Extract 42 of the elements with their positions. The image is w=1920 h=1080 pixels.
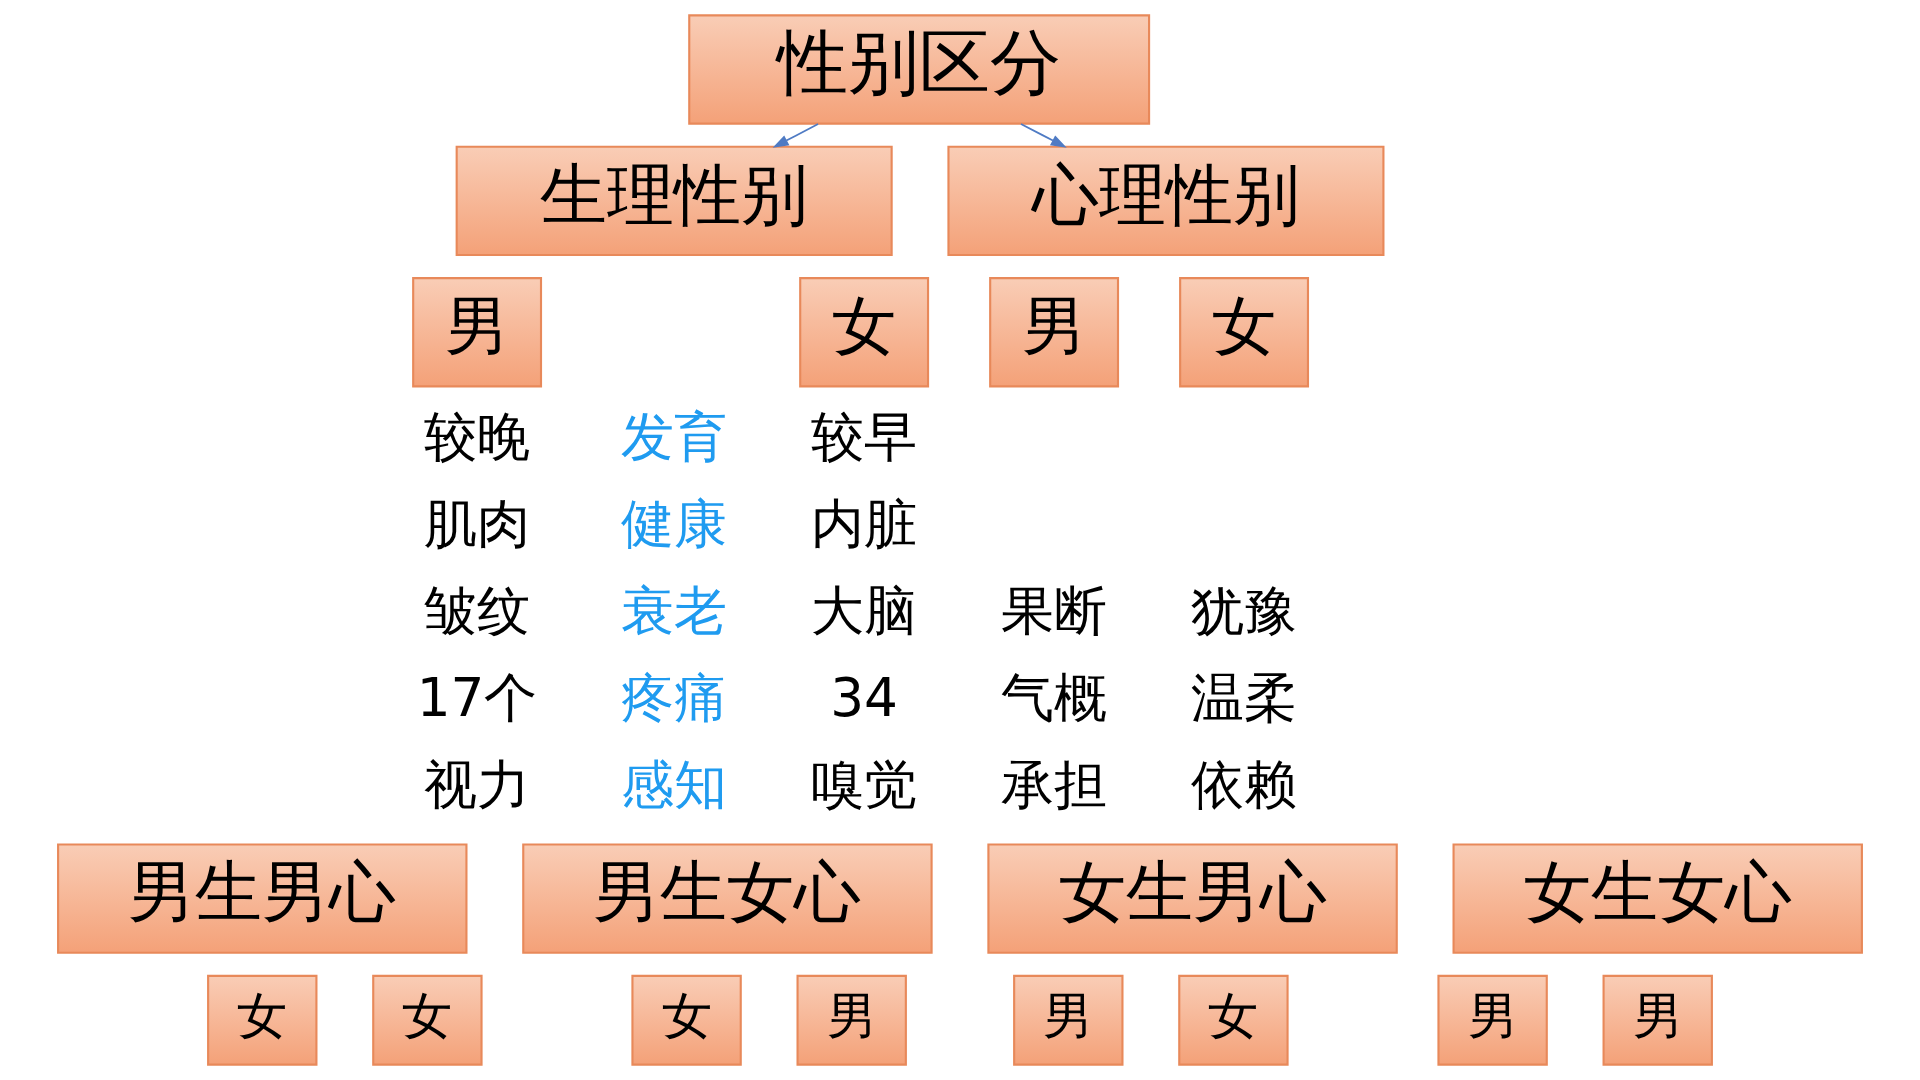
node-box: 男生女心 (522, 843, 933, 954)
node-box: 女 (207, 974, 318, 1066)
node-box: 男 (1602, 974, 1713, 1066)
node-box: 女 (1179, 277, 1310, 388)
label: 健康 (621, 492, 728, 555)
node-box: 女 (1178, 974, 1289, 1066)
label: 发育 (621, 405, 728, 468)
label: 疼痛 (621, 666, 728, 729)
node-box: 女生女心 (1452, 843, 1863, 954)
node-box: 男 (1437, 974, 1548, 1066)
label: 衰老 (621, 579, 728, 642)
node-box: 女 (799, 277, 930, 388)
node-box: 女 (372, 974, 483, 1066)
label: 较晚 (424, 405, 531, 468)
node-box: 男生男心 (57, 843, 468, 954)
node-box: 生理性别 (455, 145, 893, 257)
node-box: 女生男心 (987, 843, 1398, 954)
node-box: 男 (1013, 974, 1124, 1066)
label: 犹豫 (1191, 579, 1298, 642)
label: 内脏 (811, 492, 918, 555)
label: 承担 (1001, 753, 1108, 816)
node-box: 女 (631, 974, 742, 1066)
label: 气概 (1001, 666, 1108, 729)
node-box: 性别区分 (688, 14, 1151, 125)
label: 果断 (1001, 579, 1108, 642)
label: 34 (830, 666, 899, 729)
arrow (772, 123, 819, 148)
label: 较早 (811, 405, 918, 468)
label: 皱纹 (424, 579, 531, 642)
label: 视力 (424, 753, 531, 816)
label: 17个 (416, 666, 538, 729)
label: 温柔 (1191, 666, 1298, 729)
node-box: 男 (796, 974, 907, 1066)
label: 大脑 (811, 579, 918, 642)
label: 嗅觉 (811, 753, 918, 816)
label: 肌肉 (424, 492, 531, 555)
node-box: 心理性别 (947, 145, 1385, 257)
arrow (1020, 123, 1067, 148)
node-box: 男 (989, 277, 1120, 388)
label: 感知 (621, 753, 728, 816)
node-box: 男 (412, 277, 543, 388)
label: 依赖 (1191, 753, 1298, 816)
